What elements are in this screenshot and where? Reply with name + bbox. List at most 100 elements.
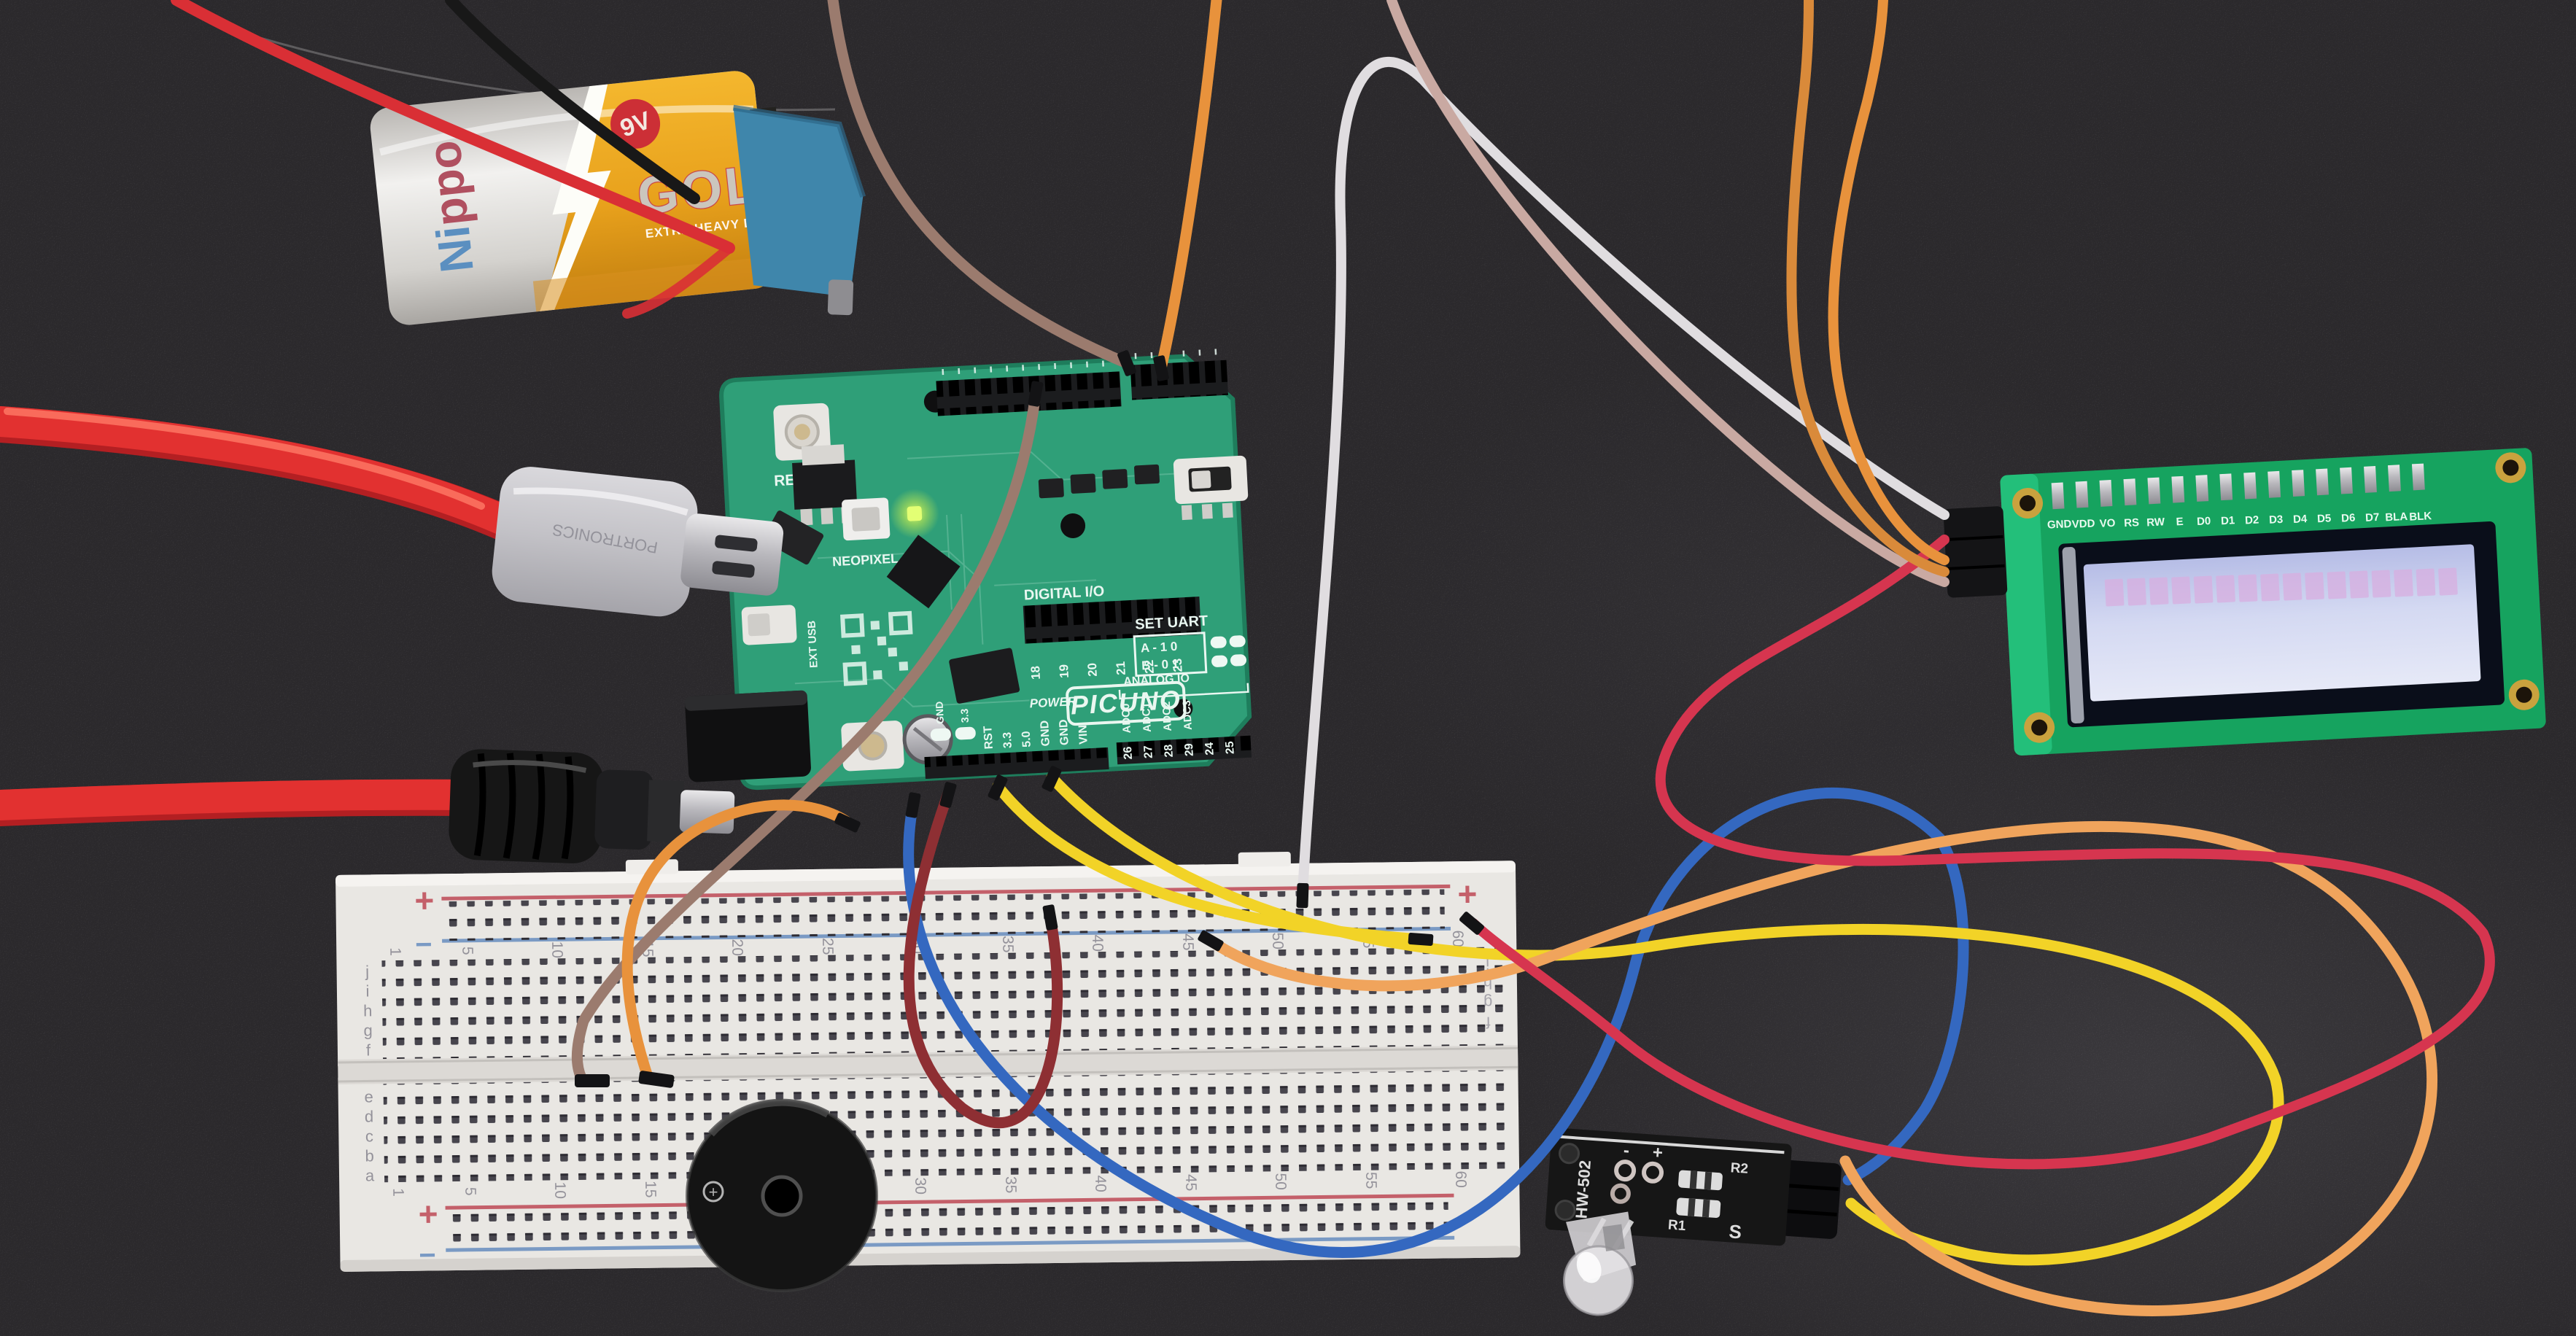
gnd-pad-label: GND <box>933 701 946 724</box>
lcd-char-cell <box>2438 567 2458 596</box>
pin-sleeve <box>905 792 921 818</box>
pin-number: 27 <box>1142 745 1155 759</box>
power-pin-label: 5.0 <box>1020 731 1033 747</box>
col-num: 50 <box>1269 932 1286 949</box>
dc-plug-taper <box>594 769 653 850</box>
lcd-pin-label: RS <box>2124 516 2140 529</box>
resistor <box>1678 1170 1723 1191</box>
rail-minus-label: − <box>419 1239 436 1271</box>
usb-cable <box>0 406 526 539</box>
analog-bracket <box>1118 683 1249 700</box>
lcd-char-cell <box>2104 578 2125 607</box>
lcd-pin-label: BLK <box>2409 510 2432 524</box>
mcu-chip <box>886 535 961 609</box>
qr-dot <box>888 647 898 657</box>
lcd-pin-label: D6 <box>2341 512 2356 525</box>
battery-red-lead-tail <box>622 243 734 319</box>
digital-io-header <box>1023 597 1202 644</box>
uart-pad <box>1210 636 1227 648</box>
sensor-plus-mark: + <box>1652 1143 1664 1163</box>
lcd-bezel-highlight <box>2062 547 2084 724</box>
sot23 <box>1038 478 1064 499</box>
dc-barrel-plug <box>449 749 735 863</box>
mount-hole <box>2515 686 2532 703</box>
qr-block <box>840 613 865 638</box>
row-letters-left: j i h g f e d c b a <box>363 962 375 1184</box>
row-letter: e <box>364 1087 373 1106</box>
lcd-pin <box>2195 475 2209 502</box>
col-num: 60 <box>1452 1170 1469 1188</box>
dc-plug-collar <box>647 780 684 843</box>
usbc-tip-slot <box>715 535 758 552</box>
col-num: 30 <box>912 1177 928 1195</box>
buzzer-polarity-ring <box>702 1181 724 1203</box>
brown-jumper-to-breadboard <box>571 388 1041 1084</box>
power-header <box>924 747 1109 780</box>
battery-gold-shade <box>532 256 776 312</box>
led-dome-outline <box>1563 1245 1634 1316</box>
lcd-pin-label: D5 <box>2317 512 2332 525</box>
row-letters-right: i h g f <box>1483 955 1493 1032</box>
blue-jumper-to-sensor <box>903 787 1969 1258</box>
lcd-char-cell <box>2327 571 2347 599</box>
resistor-band <box>1704 1171 1712 1190</box>
battery-9v-badge: 9V <box>610 98 661 149</box>
rail-plus-label: + <box>418 1195 438 1232</box>
rail-minus-label: − <box>415 928 432 960</box>
badge-circle <box>610 98 661 149</box>
sensor-model-label: HW-502 <box>1572 1160 1594 1219</box>
breadboard-bottom-edge <box>340 1246 1521 1272</box>
yellow-jumper-to-sensor <box>1046 772 2284 1266</box>
sensor-resistors <box>1676 1170 1723 1219</box>
battery-clip-metal <box>827 279 854 316</box>
regulator-leg <box>820 508 834 525</box>
adc-label: ADC3 <box>1181 700 1195 731</box>
buzzer-polarity: + <box>702 1181 724 1203</box>
lcd-pin <box>2051 482 2065 510</box>
pin-sleeve <box>1459 912 1484 935</box>
power-label: POWER <box>1029 694 1077 710</box>
breadboard-clip-right <box>1238 852 1291 867</box>
buzzer-sound-hole <box>761 1175 803 1217</box>
dc-plug-sheen <box>473 760 587 773</box>
lcd-pin <box>2171 475 2185 503</box>
dc-cable <box>0 779 486 820</box>
battery-reflection <box>379 105 754 156</box>
pin-number: 28 <box>1163 744 1176 758</box>
col-num: 55 <box>1362 1172 1379 1189</box>
uart-map-a: A - 1 0 <box>1140 640 1177 656</box>
dc-plug-body <box>449 749 604 863</box>
orange-jumper-to-sensor <box>1205 821 2438 1316</box>
row-letter: f <box>366 1041 371 1059</box>
lcd-pin <box>2388 465 2401 492</box>
lcd-pin <box>2147 477 2161 505</box>
battery-black-lead <box>445 0 700 204</box>
power-pin-labels: RST 3.3 5.0 GND GND VIN <box>982 719 1090 750</box>
lcd-character-row <box>2104 567 2458 607</box>
usb-cable-highlight <box>4 408 485 510</box>
col-num: 10 <box>548 941 565 958</box>
battery-brand-ppo: ppo <box>417 138 478 228</box>
pin-sleeve <box>988 774 1008 801</box>
lcd-char-cell <box>2216 575 2235 603</box>
rail-red-line <box>445 1193 1454 1210</box>
qr-block <box>842 661 868 686</box>
pin-number: 26 <box>1122 746 1135 760</box>
mode-slide-switch <box>1173 455 1249 521</box>
flash-chip <box>949 648 1020 704</box>
lcd-wire-connector <box>1943 506 2008 598</box>
mount-hole <box>2020 495 2036 512</box>
power-pin-label: RST <box>982 726 996 750</box>
white-jumper-to-lcd <box>1297 56 1950 899</box>
regulator-leg <box>800 508 813 526</box>
lcd-pin-label: D1 <box>2221 514 2235 527</box>
adc-label: ADC0 <box>1120 703 1133 734</box>
pin-number: 25 <box>1224 741 1237 755</box>
usbc-tip-slot <box>712 561 755 578</box>
col-num: 50 <box>1272 1173 1289 1190</box>
digital-header-left <box>936 371 1122 416</box>
lcd-char-cell <box>2238 574 2258 602</box>
row-letter: c <box>365 1127 373 1145</box>
orange-jumper-top <box>1155 0 1222 374</box>
